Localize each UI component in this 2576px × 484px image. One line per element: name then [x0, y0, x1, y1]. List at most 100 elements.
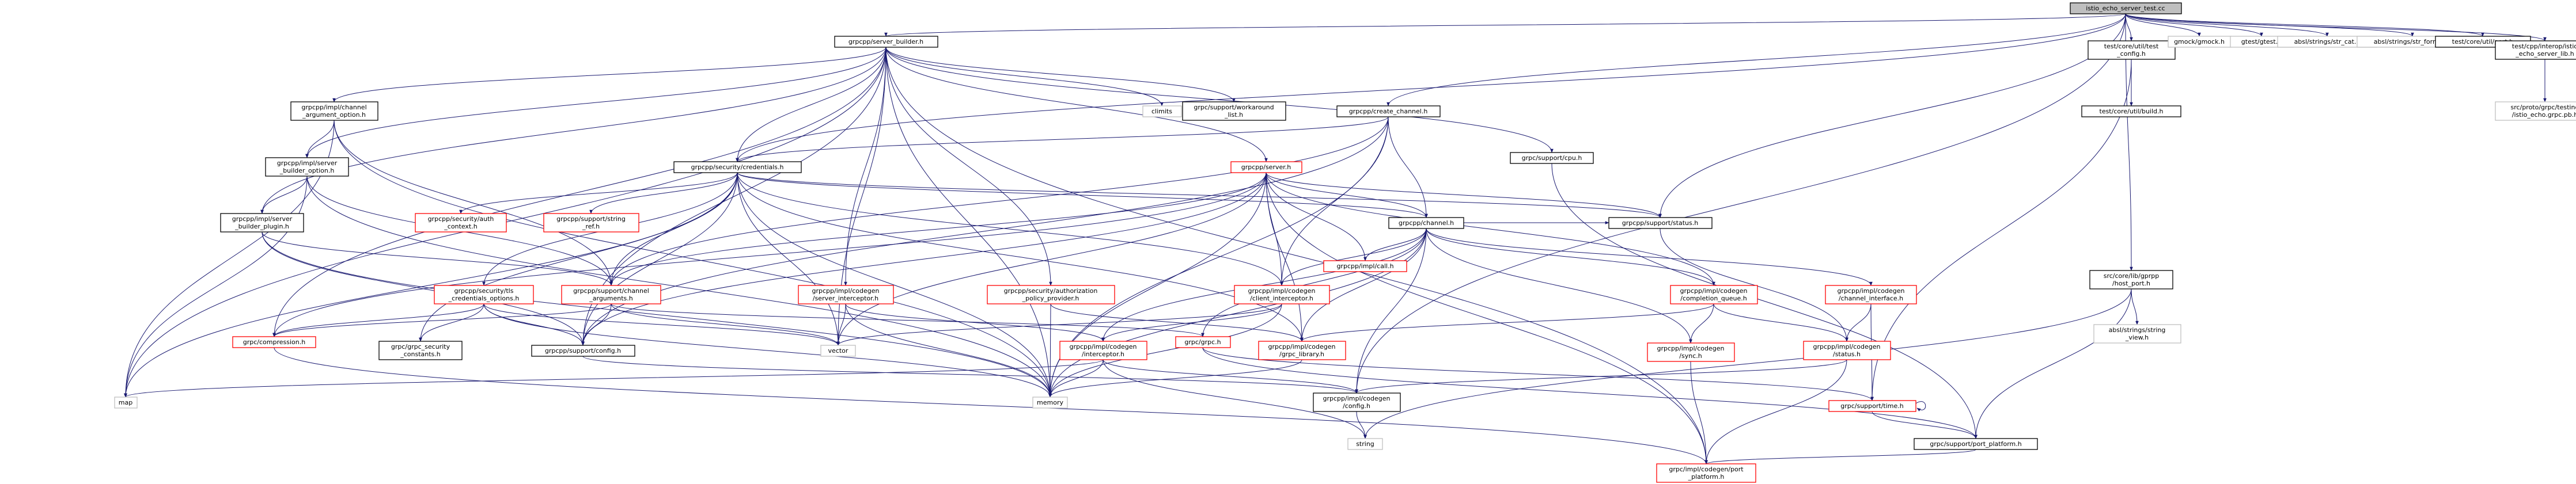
edge — [737, 172, 1052, 398]
node-channel-interface[interactable]: grpcpp/impl/codegen/channel_interface.h — [1825, 285, 1917, 304]
node-label: grpcpp/impl/codegen — [1070, 343, 1137, 350]
node-label: istio_echo_server_test.cc — [2086, 5, 2165, 12]
node-box — [798, 285, 894, 304]
node-impl-call[interactable]: grpcpp/impl/call.h — [1323, 260, 1407, 272]
edge-credentials-to-grpc-security-constants — [419, 172, 738, 342]
node-box — [1608, 217, 1713, 229]
edge — [260, 176, 308, 214]
node-server-interceptor[interactable]: grpcpp/impl/codegen/server_interceptor.h — [798, 285, 894, 304]
node-compression[interactable]: grpc/compression.h — [232, 336, 316, 348]
node-channel-argument-option[interactable]: grpcpp/impl/channel_argument_option.h — [290, 101, 378, 121]
edge — [1363, 228, 1427, 261]
edge — [1202, 347, 1978, 439]
node-status-h[interactable]: grpcpp/support/status.h — [1608, 217, 1713, 229]
edge-create-channel-to-support-config — [581, 116, 1389, 346]
edge-completion-queue-to-grpc-library — [1300, 303, 1714, 342]
node-map: map — [114, 397, 138, 409]
node-host-port[interactable]: src/core/lib/gprpp/host_port.h — [2089, 270, 2173, 289]
edge-server-h-to-memory — [1048, 172, 1267, 398]
edge-server-builder-plugin-to-channel-arguments — [262, 231, 613, 286]
node-box — [531, 345, 635, 357]
node-channel-h[interactable]: grpcpp/channel.h — [1388, 217, 1464, 229]
edge-host-port-to-string-view — [2131, 288, 2139, 325]
node-tls-creds[interactable]: grpcpp/security/tls_credentials_options.… — [434, 285, 534, 304]
node-workaround-list[interactable]: grpc/support/workaround_list.h — [1182, 101, 1286, 121]
node-server-builder[interactable]: grpcpp/server_builder.h — [834, 36, 938, 48]
node-time-h[interactable]: grpc/support/time.h — [1828, 400, 1916, 412]
node-grpc-security-constants[interactable]: grpc/grpc_security_constants.h — [378, 341, 463, 360]
node-label: grpcpp/impl/codegen — [1657, 345, 1725, 352]
edge-server-h-to-completion-queue — [1266, 172, 1715, 286]
node-port-platform[interactable]: grpc/support/port_platform.h — [1914, 438, 2038, 450]
node-completion-queue[interactable]: grpcpp/impl/codegen/completion_queue.h — [1670, 285, 1758, 304]
node-util-build[interactable]: test/core/util/build.h — [2081, 105, 2181, 117]
node-label: memory — [1037, 399, 1063, 406]
node-box — [434, 285, 534, 304]
edge — [1048, 172, 1267, 398]
node-credentials[interactable]: grpcpp/security/credentials.h — [673, 161, 802, 173]
edge — [1266, 172, 1367, 261]
edge-server-builder-to-memory — [885, 47, 1052, 398]
node-box — [561, 285, 661, 304]
node-support-config[interactable]: grpcpp/support/config.h — [531, 345, 635, 357]
node-auth-context[interactable]: grpcpp/security/auth_context.h — [415, 213, 507, 233]
node-grpc-library[interactable]: grpcpp/impl/codegen/grpc_library.h — [1258, 341, 1346, 360]
node-label: /status.h — [1833, 350, 1861, 358]
edge — [1704, 449, 1976, 464]
node-codegen-config[interactable]: grpcpp/impl/codegen/config.h — [1313, 392, 1401, 412]
node-root[interactable]: istio_echo_server_test.cc — [2070, 2, 2182, 14]
node-box — [987, 285, 1115, 304]
edge — [419, 172, 738, 342]
node-box — [1032, 397, 1068, 409]
edge — [1355, 359, 1847, 394]
edge — [1355, 13, 2126, 394]
edge-root-to-server-builder — [884, 13, 2126, 37]
node-string-ref[interactable]: grpcpp/support/string_ref.h — [543, 213, 639, 233]
edge — [1266, 172, 1304, 342]
node-auth-policy[interactable]: grpcpp/security/authorization_policy_pro… — [987, 285, 1115, 304]
edge — [305, 120, 335, 158]
node-sync-h[interactable]: grpcpp/impl/codegen/sync.h — [1647, 342, 1735, 362]
node-cpu[interactable]: grpc/support/cpu.h — [1510, 152, 1594, 164]
edge-completion-queue-to-sync-h — [1689, 303, 1714, 344]
edge-server-h-to-channel-h — [1266, 172, 1428, 218]
edge-grpc-h-to-time-h — [1202, 347, 1874, 401]
edge-client-interceptor-to-memory — [1048, 303, 1282, 398]
node-label: absl/strings/str_format.h — [2374, 38, 2451, 45]
edge-channel-h-to-codegen-interceptor — [1101, 228, 1427, 342]
edge — [737, 172, 1662, 218]
node-client-interceptor[interactable]: grpcpp/impl/codegen/client_interceptor.h — [1234, 285, 1330, 304]
node-test-config[interactable]: test/core/util/test_config.h — [2088, 40, 2176, 60]
edge-channel-h-to-grpc-h — [1201, 228, 1427, 337]
edge-server-builder-to-server-builder-plugin — [260, 47, 887, 214]
node-label: _platform.h — [1688, 473, 1725, 481]
node-string-view: absl/strings/string_view.h — [2093, 324, 2181, 344]
node-grpc-h[interactable]: grpc/grpc.h — [1175, 336, 1231, 348]
edge-sync-h-to-codegen-port-platform — [1690, 361, 1708, 464]
node-label: grpc/support/time.h — [1840, 402, 1904, 410]
edge-root-to-credentials — [736, 13, 2126, 162]
node-box — [2495, 101, 2576, 121]
node-channel-arguments[interactable]: grpcpp/support/channel_arguments.h — [561, 285, 661, 304]
node-codegen-status[interactable]: grpcpp/impl/codegen/status.h — [1803, 341, 1891, 360]
edge — [885, 47, 1052, 286]
node-server-builder-plugin[interactable]: grpcpp/impl/server_builder_plugin.h — [220, 213, 304, 233]
node-codegen-port-platform[interactable]: grpc/impl/codegen/port_platform.h — [1656, 463, 1756, 483]
edge-root-to-create-channel — [1387, 13, 2126, 106]
node-box — [1323, 260, 1407, 272]
node-istio-lib[interactable]: test/cpp/interop/istio_echo_server_lib.h — [2495, 40, 2576, 60]
node-label: grpc/grpc_security — [391, 343, 450, 350]
edge — [844, 47, 887, 286]
edge — [1266, 172, 1715, 286]
node-server-builder-option[interactable]: grpcpp/impl/server_builder_option.h — [265, 157, 349, 177]
node-create-channel[interactable]: grpcpp/create_channel.h — [1336, 105, 1441, 117]
edge-codegen-interceptor-to-memory — [1048, 359, 1104, 398]
node-server-h[interactable]: grpcpp/server.h — [1230, 161, 1302, 173]
edge-channel-interface-to-codegen-status — [1845, 303, 1872, 342]
edge — [885, 47, 1554, 153]
node-codegen-interceptor[interactable]: grpcpp/impl/codegen/interceptor.h — [1059, 341, 1147, 360]
edge-server-h-to-vector — [836, 172, 1267, 346]
edge-time-h-to-port-platform — [1872, 411, 1978, 439]
edge — [1280, 228, 1427, 286]
node-box — [2081, 105, 2181, 117]
